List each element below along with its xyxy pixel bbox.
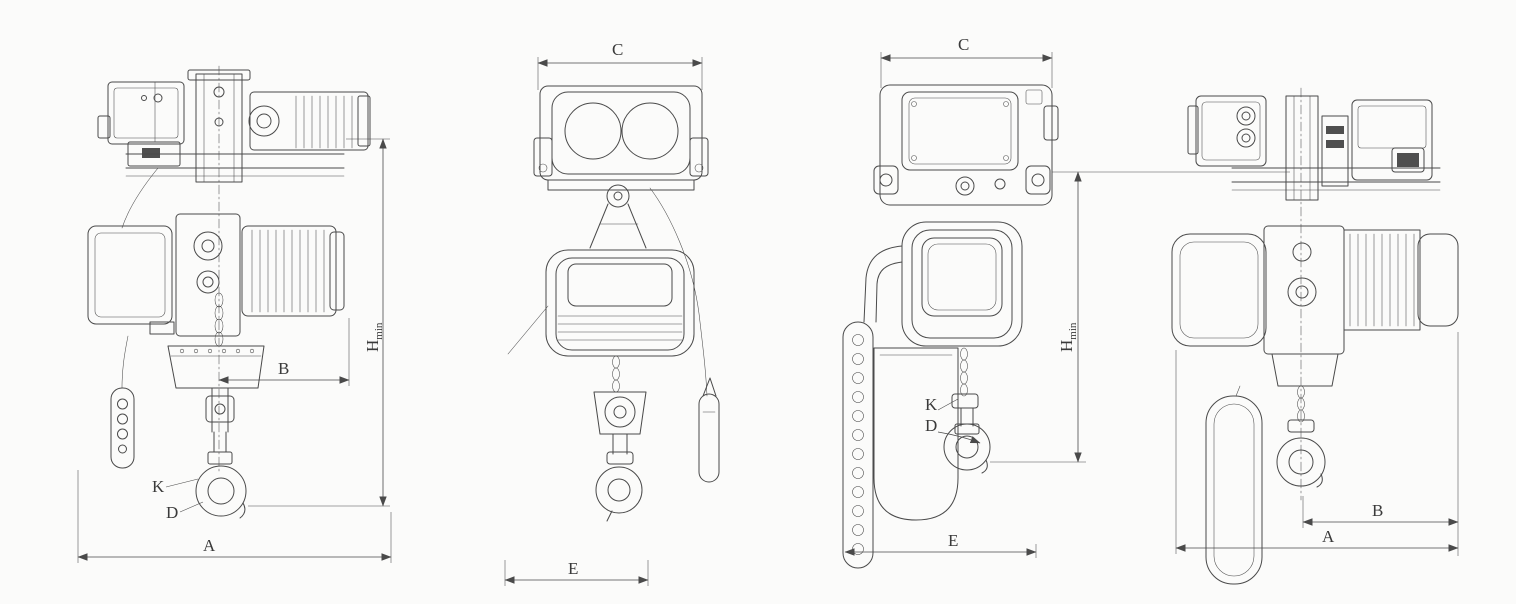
view3-hook [943, 347, 991, 474]
dim-label-b-view4: B [1372, 501, 1383, 520]
view4-trolley [1187, 95, 1441, 201]
dim-label-c-view3: C [958, 35, 969, 54]
view2-suspension [589, 184, 647, 249]
view2-trolley [533, 85, 709, 191]
view2-pendant-cable [649, 187, 708, 397]
view1-side-view: Hmin B A K D [77, 65, 392, 563]
view2-dimensions: C E [504, 40, 703, 586]
dim-label-e-view3: E [948, 531, 958, 550]
dim-label-a-view4: A [1322, 527, 1335, 546]
view1-dimensions: Hmin B A K D [77, 138, 392, 563]
view3-front-view: C Hmin K D E [842, 35, 1290, 569]
dim-label-k-view1: K [152, 477, 165, 496]
dim-label-c-view2: C [612, 40, 623, 59]
dim-label-d-view3: D [925, 416, 937, 435]
view4-hook [1276, 385, 1326, 488]
view2-hook-block [593, 355, 647, 522]
view1-suspension-plate [167, 345, 265, 389]
dim-label-hmin-view1: Hmin [363, 322, 385, 352]
dim-label-b-view1: B [278, 359, 289, 378]
dim-label-hmin-view3: Hmin [1057, 322, 1079, 352]
view1-trolley [97, 69, 371, 229]
view4-side-view: B A [1171, 87, 1459, 585]
view3-top-unit [873, 84, 1059, 206]
view2-pendant-control [698, 377, 720, 483]
view1-pendant-control [110, 335, 135, 469]
view3-hoist-body [901, 221, 1023, 347]
view1-hoist-body [87, 213, 345, 347]
view1-hook [195, 387, 247, 519]
view2-front-view: C E [504, 40, 720, 586]
view4-chain-bag [1205, 385, 1263, 585]
dim-label-d-view1: D [166, 503, 178, 522]
dim-label-a-view1: A [203, 536, 216, 555]
view4-hoist-body [1171, 225, 1459, 387]
dim-label-k-view3: K [925, 395, 938, 414]
dim-label-e-view2: E [568, 559, 578, 578]
view2-hoist-body [507, 249, 695, 357]
view3-chain-container [842, 245, 959, 569]
view3-dimensions: C Hmin K D E [844, 35, 1290, 558]
view4-dimensions: B A [1175, 332, 1459, 556]
